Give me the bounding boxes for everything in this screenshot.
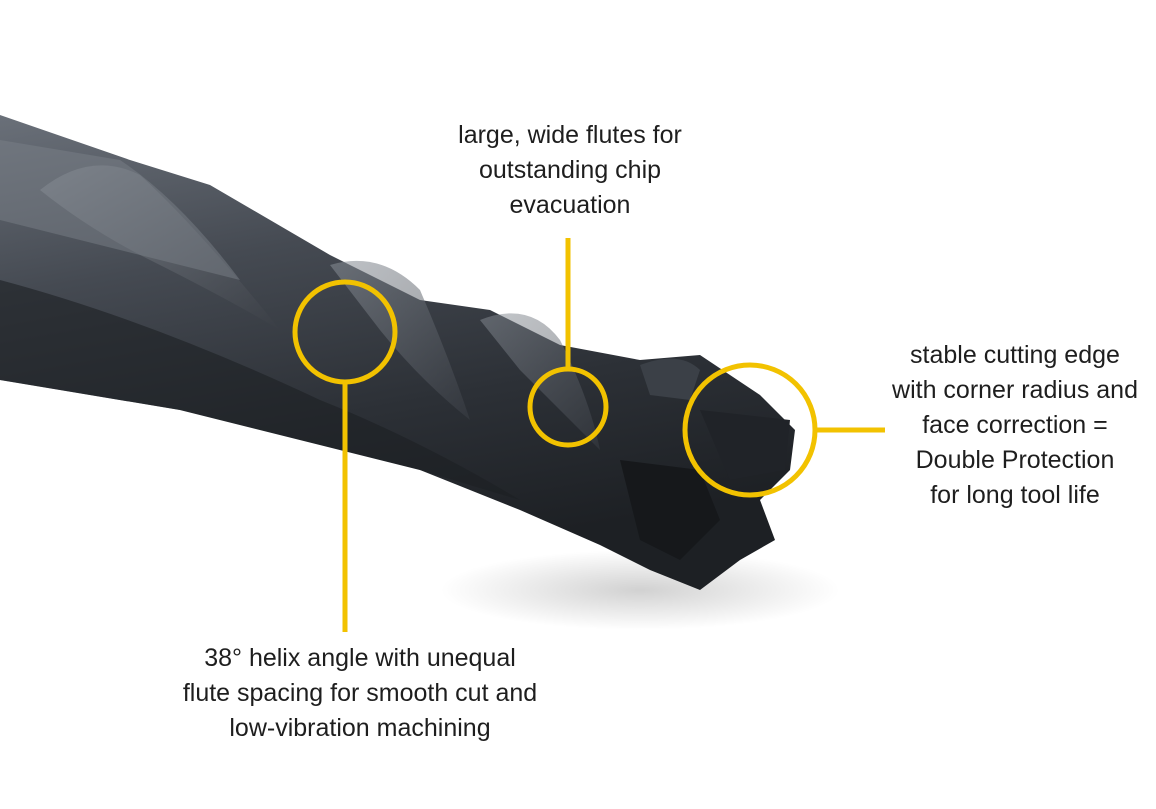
- callout-line: low-vibration machining: [229, 714, 491, 742]
- edge-callout-text: stable cutting edge with corner radius a…: [870, 338, 1156, 513]
- helix-callout-text: 38° helix angle with unequal flute spaci…: [140, 641, 580, 746]
- callout-line: large, wide flutes for: [458, 121, 682, 149]
- callout-line: face correction =: [922, 411, 1108, 439]
- callout-line: flute spacing for smooth cut and: [182, 679, 538, 707]
- callout-line: stable cutting edge: [910, 341, 1120, 369]
- callout-graphics: [292, 238, 885, 632]
- end-mill-body: [0, 115, 795, 590]
- callout-line: 38° helix angle with unequal: [204, 644, 516, 672]
- callout-line: with corner radius and: [892, 376, 1138, 404]
- callout-line: evacuation: [509, 191, 631, 219]
- callout-line: outstanding chip: [478, 156, 662, 184]
- tool-shadow: [440, 550, 840, 630]
- flutes-callout-text: large, wide flutes for outstanding chip …: [420, 118, 720, 223]
- callout-line: Double Protection: [915, 446, 1115, 474]
- callout-line: for long tool life: [930, 481, 1100, 509]
